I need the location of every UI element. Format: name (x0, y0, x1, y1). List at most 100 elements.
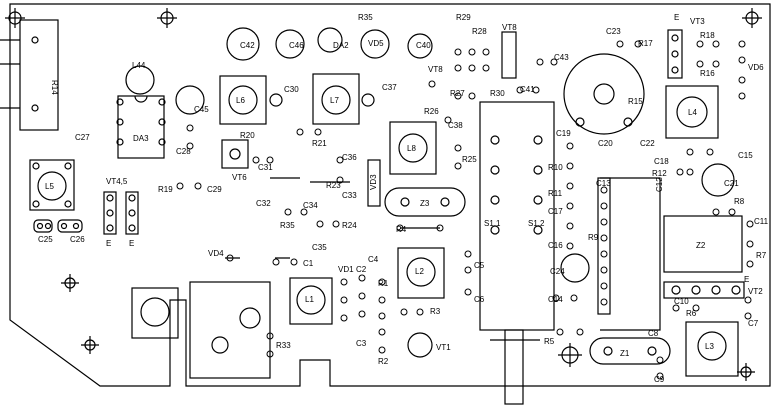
label-r35t: R35 (358, 13, 373, 22)
label-e1: E (106, 239, 111, 248)
label-vt2: VT2 (748, 287, 763, 296)
c21 (701, 163, 735, 197)
label-r16: R16 (700, 69, 715, 78)
crystal-z2 (663, 215, 743, 273)
label-c23: C23 (606, 27, 621, 36)
label-c13: C13 (596, 179, 611, 188)
label-c7: C7 (748, 319, 759, 328)
label-vt45: VT4,5 (106, 177, 128, 186)
label-c32: C32 (256, 199, 271, 208)
label-r14: R14 (50, 80, 59, 95)
label-c18: C18 (654, 157, 669, 166)
label-z2: Z2 (696, 241, 706, 250)
label-da3: DA3 (133, 134, 149, 143)
vt1 (407, 332, 433, 358)
label-l5: L5 (45, 182, 54, 191)
label-vt6: VT6 (232, 173, 247, 182)
label-l1: L1 (305, 295, 314, 304)
label-vd5: VD5 (368, 39, 384, 48)
label-c9: C9 (654, 375, 665, 384)
label-z1: Z1 (620, 349, 630, 358)
label-r17: R17 (638, 39, 653, 48)
label-r26: R26 (424, 107, 439, 116)
label-r21: R21 (312, 139, 327, 148)
label-c17: C17 (548, 207, 563, 216)
c45 (175, 85, 205, 115)
label-c43: C43 (554, 53, 569, 62)
label-r2: R2 (378, 357, 389, 366)
coil-l2 (397, 247, 445, 299)
vt6 (221, 139, 249, 169)
connector-r14 (0, 19, 59, 131)
label-c10: C10 (674, 297, 689, 306)
label-c41: C41 (520, 85, 535, 94)
coil-l1 (289, 277, 333, 325)
label-z3: Z3 (420, 199, 430, 208)
coil-l8 (389, 121, 437, 175)
label-r8: R8 (734, 197, 745, 206)
label-c27: C27 (75, 133, 90, 142)
label-e4: E (744, 275, 749, 284)
label-vd4: VD4 (208, 249, 224, 258)
label-l8: L8 (407, 144, 416, 153)
label-c35: C35 (312, 243, 327, 252)
crystal-z1 (589, 337, 671, 365)
c46 (275, 29, 305, 59)
label-r28: R28 (472, 27, 487, 36)
diode-vd3 (367, 159, 381, 207)
label-c16: C16 (548, 241, 563, 250)
c40 (407, 33, 433, 59)
label-l6: L6 (236, 96, 245, 105)
label-l7: L7 (330, 96, 339, 105)
label-c8: C8 (648, 329, 659, 338)
label-c29: C29 (207, 185, 222, 194)
label-c45: C45 (194, 105, 209, 114)
label-c1: C1 (303, 259, 314, 268)
trim-coil (131, 287, 179, 339)
label-c4: C4 (368, 255, 379, 264)
label-c12: C12 (655, 177, 664, 192)
coil-l6 (219, 75, 267, 125)
mounting-holes (5, 8, 762, 381)
label-e2: E (129, 239, 134, 248)
label-c34: C34 (303, 201, 318, 210)
label-c38: C38 (448, 121, 463, 130)
label-l3: L3 (705, 342, 714, 351)
coil-l4 (665, 85, 719, 139)
label-s11: S1.1 (484, 219, 501, 228)
label-r10: R10 (548, 163, 563, 172)
label-l44: L44 (132, 61, 146, 70)
coil-l7 (312, 73, 360, 125)
label-vt8b: VT8 (428, 65, 443, 74)
c24 (560, 253, 590, 283)
vt45-right (125, 191, 139, 235)
label-c46: C46 (289, 41, 304, 50)
ic-strip (597, 177, 611, 315)
label-r25: R25 (462, 155, 477, 164)
label-c6: C6 (474, 295, 485, 304)
label-c21: C21 (724, 179, 739, 188)
vt3 (667, 29, 683, 79)
label-r11: R11 (548, 189, 563, 198)
switch-s1 (479, 101, 555, 331)
l44 (125, 65, 155, 95)
coil-l5 (29, 159, 75, 211)
label-c2: C2 (356, 265, 367, 274)
vt8 (501, 31, 517, 79)
label-r9: R9 (588, 233, 599, 242)
label-c14: C14 (548, 295, 563, 304)
label-r1: R1 (378, 279, 389, 288)
label-c22: C22 (640, 139, 655, 148)
label-c3: C3 (356, 339, 367, 348)
label-da2: DA2 (333, 41, 349, 50)
label-vt8: VT8 (502, 23, 517, 32)
label-c37: C37 (382, 83, 397, 92)
label-r24: R24 (342, 221, 357, 230)
label-e3: E (674, 13, 679, 22)
component-pads (176, 40, 754, 380)
vt45-left (103, 191, 117, 235)
label-vd3: VD3 (369, 174, 378, 190)
label-r29: R29 (456, 13, 471, 22)
label-r7: R7 (756, 251, 767, 260)
da2 (317, 27, 343, 53)
